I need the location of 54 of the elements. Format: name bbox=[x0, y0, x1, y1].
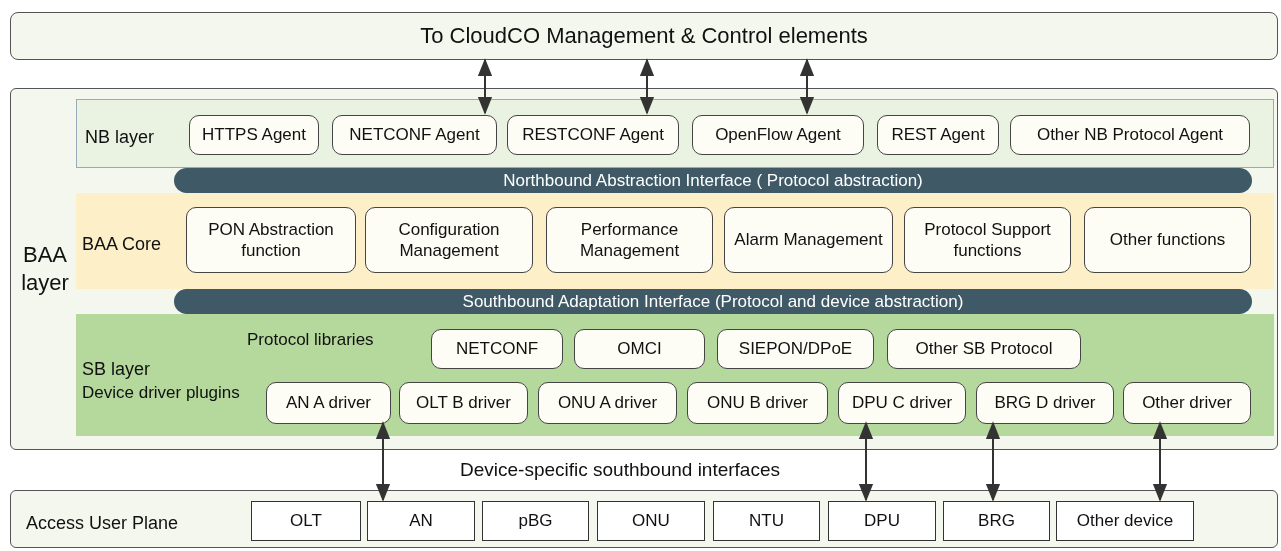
protocol-box: SIEPON/DPoE bbox=[717, 329, 874, 369]
driver-box: AN A driver bbox=[266, 382, 391, 424]
agent-box: REST Agent bbox=[877, 115, 999, 155]
driver-box: ONU A driver bbox=[538, 382, 677, 424]
layer-label: BAA layer bbox=[20, 241, 70, 296]
device-box: DPU bbox=[828, 501, 936, 541]
layer-label: BAA Core bbox=[82, 233, 162, 256]
double-arrow bbox=[858, 421, 874, 502]
protocol-box: OMCI bbox=[574, 329, 705, 369]
double-arrow bbox=[799, 58, 815, 115]
layer-panel bbox=[10, 88, 1278, 450]
protocol-box: NETCONF bbox=[431, 329, 563, 369]
double-arrow bbox=[477, 58, 493, 115]
layer-label: SB layer bbox=[82, 358, 151, 381]
layer-label: NB layer bbox=[85, 126, 155, 149]
interface-bar: Northbound Abstraction Interface ( Protocol abstraction) bbox=[174, 168, 1252, 193]
layer-band bbox=[76, 193, 1274, 289]
device-box: Other device bbox=[1056, 501, 1194, 541]
device-box: AN bbox=[367, 501, 475, 541]
agent-box: RESTCONF Agent bbox=[507, 115, 679, 155]
double-arrow bbox=[985, 421, 1001, 502]
function-box: Alarm Management bbox=[724, 207, 893, 273]
function-box: Other functions bbox=[1084, 207, 1251, 273]
device-box: NTU bbox=[713, 501, 820, 541]
device-box: ONU bbox=[597, 501, 705, 541]
agent-box: OpenFlow Agent bbox=[692, 115, 864, 155]
function-box: PON Abstraction function bbox=[186, 207, 356, 273]
row-label: Protocol libraries bbox=[247, 330, 374, 350]
protocol-box: Other SB Protocol bbox=[887, 329, 1081, 369]
double-arrow bbox=[375, 421, 391, 502]
interface-bar: Southbound Adaptation Interface (Protocol and device abstraction) bbox=[174, 289, 1252, 314]
plane-panel bbox=[10, 490, 1278, 548]
device-box: BRG bbox=[943, 501, 1050, 541]
driver-box: ONU B driver bbox=[687, 382, 828, 424]
double-arrow bbox=[1152, 421, 1168, 502]
device-box: OLT bbox=[251, 501, 361, 541]
driver-box: BRG D driver bbox=[976, 382, 1114, 424]
function-box: Configuration Management bbox=[365, 207, 533, 273]
device-box: pBG bbox=[482, 501, 589, 541]
row-label: Device driver plugins bbox=[82, 383, 240, 403]
agent-box: NETCONF Agent bbox=[332, 115, 497, 155]
layer-band bbox=[76, 99, 1274, 168]
destination-box: To CloudCO Management & Control elements bbox=[10, 12, 1278, 60]
driver-box: OLT B driver bbox=[399, 382, 528, 424]
driver-box: DPU C driver bbox=[838, 382, 966, 424]
layer-band bbox=[76, 314, 1274, 436]
agent-box: Other NB Protocol Agent bbox=[1010, 115, 1250, 155]
agent-box: HTTPS Agent bbox=[189, 115, 319, 155]
function-box: Protocol Support functions bbox=[904, 207, 1071, 273]
interface-caption: Device-specific southbound interfaces bbox=[460, 459, 780, 481]
layer-label: Access User Plane bbox=[26, 512, 179, 535]
driver-box: Other driver bbox=[1123, 382, 1251, 424]
function-box: Performance Management bbox=[546, 207, 713, 273]
double-arrow bbox=[639, 58, 655, 115]
